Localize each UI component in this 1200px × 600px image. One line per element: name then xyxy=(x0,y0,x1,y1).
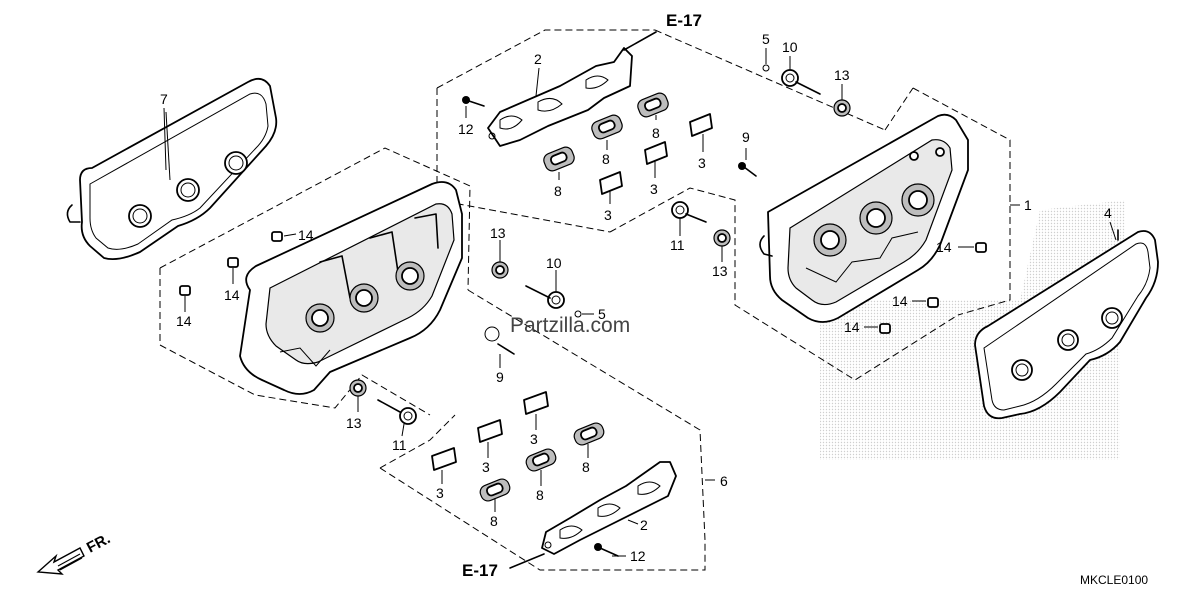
callout-12: 12 xyxy=(630,548,646,564)
diagram-code: MKCLE0100 xyxy=(1080,573,1148,587)
callout-14: 14 xyxy=(892,293,908,309)
callout-10: 10 xyxy=(782,39,798,55)
callout-14: 14 xyxy=(176,313,192,329)
callout-11: 11 xyxy=(392,437,407,453)
port-plate-bottom xyxy=(541,461,677,555)
callout-14: 14 xyxy=(936,239,952,255)
reference-e17-top: E-17 xyxy=(666,11,702,30)
callout-12: 12 xyxy=(458,121,474,137)
callout-9: 9 xyxy=(496,369,504,385)
callout-3: 3 xyxy=(482,459,490,475)
callout-1: 1 xyxy=(1024,197,1032,213)
callout-14: 14 xyxy=(298,227,314,243)
port-plate-top xyxy=(487,47,633,147)
callout-8: 8 xyxy=(582,459,590,475)
callout-4: 4 xyxy=(1104,205,1112,221)
callout-6: 6 xyxy=(720,473,728,489)
front-label: FR. xyxy=(84,530,113,556)
callout-8: 8 xyxy=(602,151,610,167)
callout-2: 2 xyxy=(534,51,542,67)
gasket-4 xyxy=(974,229,1159,420)
callout-3: 3 xyxy=(530,431,538,447)
callout-9: 9 xyxy=(742,129,750,145)
callout-14: 14 xyxy=(224,287,240,303)
front-direction-arrow: FR. xyxy=(36,530,113,575)
callout-8: 8 xyxy=(536,487,544,503)
head-cover-left xyxy=(239,181,463,395)
callout-13: 13 xyxy=(490,225,506,241)
callout-5: 5 xyxy=(598,306,606,322)
callout-8: 8 xyxy=(490,513,498,529)
callout-7: 7 xyxy=(160,91,168,107)
callout-8: 8 xyxy=(554,183,562,199)
callout-10: 10 xyxy=(546,255,562,271)
gasket-7 xyxy=(66,77,278,261)
callout-2: 2 xyxy=(640,517,648,533)
reference-e17-bottom: E-17 xyxy=(462,561,498,580)
callout-3: 3 xyxy=(698,155,706,171)
labels: E-17 E-17 Partzilla.com MKCLE0100 7 2 12… xyxy=(160,11,1148,587)
head-cover-right xyxy=(759,113,969,323)
callout-3: 3 xyxy=(436,485,444,501)
callout-8: 8 xyxy=(652,125,660,141)
callout-14: 14 xyxy=(844,319,860,335)
callout-5: 5 xyxy=(762,31,770,47)
watermark-text: Partzilla.com xyxy=(510,314,630,337)
callout-13: 13 xyxy=(834,67,850,83)
leader-lines xyxy=(163,31,1117,569)
callout-3: 3 xyxy=(650,181,658,197)
callout-3: 3 xyxy=(604,207,612,223)
callout-13: 13 xyxy=(346,415,362,431)
callout-11: 11 xyxy=(670,237,685,253)
callout-13: 13 xyxy=(712,263,728,279)
